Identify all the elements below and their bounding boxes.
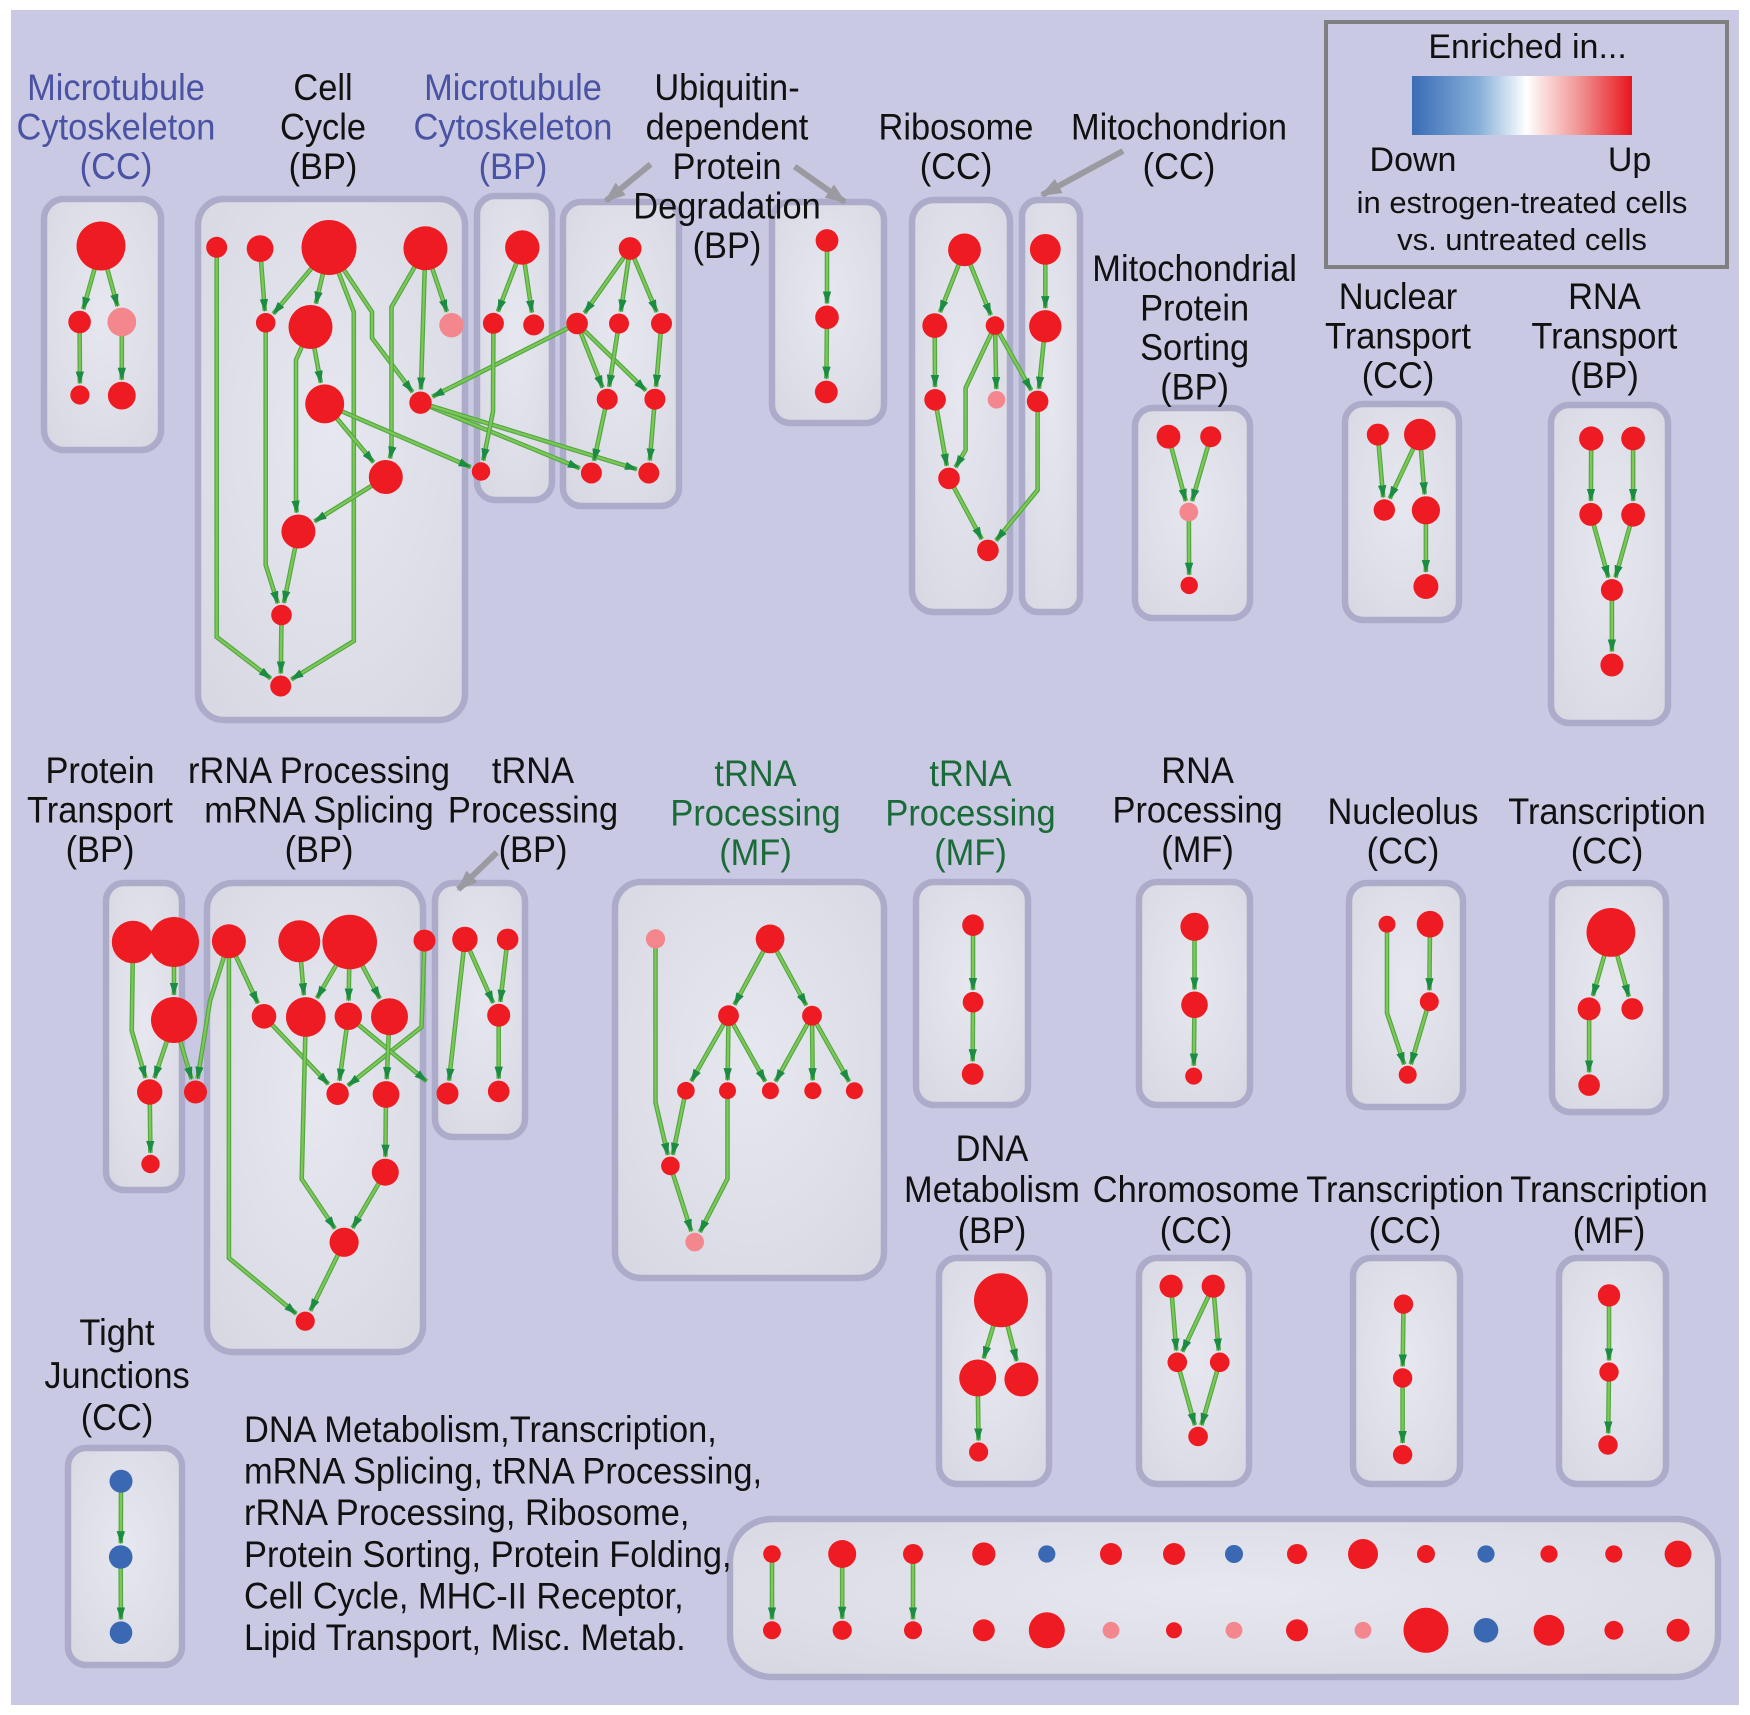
svg-text:Cell Cycle, MHC-II Receptor,: Cell Cycle, MHC-II Receptor, bbox=[244, 1575, 684, 1616]
svg-text:(CC): (CC) bbox=[81, 1397, 154, 1438]
svg-text:(BP): (BP) bbox=[1160, 366, 1229, 407]
svg-text:(CC): (CC) bbox=[1143, 146, 1216, 187]
svg-text:rRNA Processing: rRNA Processing bbox=[188, 750, 450, 791]
svg-text:(CC): (CC) bbox=[1362, 355, 1435, 396]
svg-text:Processing: Processing bbox=[670, 792, 840, 833]
svg-text:Lipid Transport, Misc. Metab.: Lipid Transport, Misc. Metab. bbox=[244, 1617, 686, 1658]
svg-text:tRNA: tRNA bbox=[714, 753, 796, 794]
svg-text:mRNA Splicing, tRNA Processing: mRNA Splicing, tRNA Processing, bbox=[244, 1450, 762, 1491]
svg-text:(MF): (MF) bbox=[1573, 1210, 1646, 1251]
svg-text:RNA: RNA bbox=[1568, 276, 1641, 317]
svg-text:Transport: Transport bbox=[27, 789, 173, 830]
svg-text:Enriched in...: Enriched in... bbox=[1428, 28, 1626, 66]
svg-text:Nucleolus: Nucleolus bbox=[1327, 791, 1478, 832]
svg-text:(BP): (BP) bbox=[693, 225, 762, 266]
svg-text:Processing: Processing bbox=[885, 792, 1055, 833]
svg-text:vs. untreated cells: vs. untreated cells bbox=[1397, 222, 1647, 257]
svg-text:mRNA Splicing: mRNA Splicing bbox=[204, 789, 433, 830]
svg-text:(CC): (CC) bbox=[1367, 830, 1440, 871]
svg-text:Ubiquitin-: Ubiquitin- bbox=[654, 67, 799, 108]
svg-text:Microtubule: Microtubule bbox=[27, 67, 205, 108]
svg-text:Tight: Tight bbox=[79, 1312, 154, 1353]
svg-text:Protein: Protein bbox=[1140, 287, 1249, 328]
svg-text:Processing: Processing bbox=[1113, 789, 1283, 830]
svg-text:(BP): (BP) bbox=[1570, 355, 1639, 396]
svg-text:(BP): (BP) bbox=[479, 146, 548, 187]
svg-text:(CC): (CC) bbox=[920, 146, 993, 187]
svg-text:Ribosome: Ribosome bbox=[879, 106, 1034, 147]
svg-text:Protein: Protein bbox=[45, 750, 154, 791]
svg-text:Cytoskeleton: Cytoskeleton bbox=[17, 106, 216, 147]
svg-text:tRNA: tRNA bbox=[929, 753, 1011, 794]
svg-text:Up: Up bbox=[1608, 141, 1651, 179]
svg-text:DNA: DNA bbox=[956, 1128, 1029, 1169]
svg-text:Mitochondrial: Mitochondrial bbox=[1092, 248, 1297, 289]
svg-text:Transport: Transport bbox=[1531, 315, 1677, 356]
svg-text:Mitochondrion: Mitochondrion bbox=[1071, 106, 1287, 147]
svg-text:(BP): (BP) bbox=[289, 146, 358, 187]
svg-text:Sorting: Sorting bbox=[1140, 327, 1249, 368]
svg-text:(CC): (CC) bbox=[1571, 830, 1644, 871]
svg-text:Nuclear: Nuclear bbox=[1339, 276, 1458, 317]
svg-text:Transcription: Transcription bbox=[1508, 791, 1706, 832]
svg-text:dependent: dependent bbox=[646, 106, 809, 147]
svg-text:(BP): (BP) bbox=[958, 1210, 1027, 1251]
svg-text:rRNA Processing, Ribosome,: rRNA Processing, Ribosome, bbox=[244, 1492, 689, 1533]
svg-text:RNA: RNA bbox=[1161, 750, 1234, 791]
svg-text:(BP): (BP) bbox=[285, 829, 354, 870]
svg-text:(CC): (CC) bbox=[1369, 1210, 1442, 1251]
svg-text:Cytoskeleton: Cytoskeleton bbox=[414, 106, 613, 147]
svg-text:Junctions: Junctions bbox=[44, 1355, 189, 1396]
svg-text:Microtubule: Microtubule bbox=[424, 67, 602, 108]
svg-text:Metabolism: Metabolism bbox=[904, 1169, 1080, 1210]
svg-text:Chromosome: Chromosome bbox=[1093, 1169, 1299, 1210]
svg-text:(MF): (MF) bbox=[719, 832, 792, 873]
svg-text:(BP): (BP) bbox=[499, 829, 568, 870]
svg-text:Transcription: Transcription bbox=[1306, 1169, 1504, 1210]
svg-text:Degradation: Degradation bbox=[633, 185, 820, 226]
svg-text:Down: Down bbox=[1370, 141, 1457, 179]
svg-text:(BP): (BP) bbox=[66, 829, 135, 870]
svg-text:Protein Sorting, Protein Foldi: Protein Sorting, Protein Folding, bbox=[244, 1534, 732, 1575]
svg-text:Transcription: Transcription bbox=[1510, 1169, 1708, 1210]
svg-text:tRNA: tRNA bbox=[492, 750, 574, 791]
svg-text:(CC): (CC) bbox=[1160, 1210, 1233, 1251]
svg-text:(CC): (CC) bbox=[80, 146, 153, 187]
svg-text:Processing: Processing bbox=[448, 789, 618, 830]
svg-text:Protein: Protein bbox=[672, 146, 781, 187]
svg-text:DNA Metabolism,Transcription,: DNA Metabolism,Transcription, bbox=[244, 1409, 717, 1450]
svg-text:(MF): (MF) bbox=[1161, 829, 1234, 870]
svg-text:Cycle: Cycle bbox=[280, 106, 366, 147]
svg-text:(MF): (MF) bbox=[934, 832, 1007, 873]
svg-text:Transport: Transport bbox=[1325, 315, 1471, 356]
svg-text:in estrogen-treated cells: in estrogen-treated cells bbox=[1357, 185, 1688, 220]
svg-text:Cell: Cell bbox=[293, 67, 352, 108]
